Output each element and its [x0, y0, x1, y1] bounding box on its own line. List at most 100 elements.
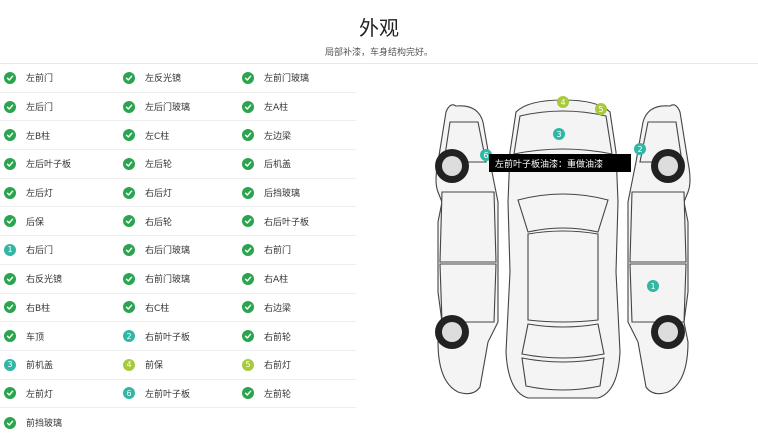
inspection-item-label: 左后门玻璃 — [145, 103, 191, 114]
check-icon — [242, 387, 254, 400]
inspection-item[interactable]: 左后叶子板 — [0, 150, 119, 179]
inspection-item[interactable]: 右后门玻璃 — [119, 236, 238, 265]
inspection-item[interactable]: 右A柱 — [238, 265, 356, 294]
check-icon — [242, 243, 254, 256]
inspection-item[interactable]: 左后门玻璃 — [119, 93, 238, 122]
inspection-item-label: 后保 — [26, 217, 45, 228]
check-icon — [242, 330, 254, 343]
inspection-item-label: 右A柱 — [264, 275, 289, 286]
check-icon — [242, 71, 254, 84]
inspection-item-label: 左B柱 — [26, 131, 51, 142]
inspection-item[interactable]: 4 前保 — [119, 351, 238, 380]
check-icon — [4, 272, 16, 285]
check-icon — [123, 157, 135, 170]
check-icon — [4, 186, 16, 199]
inspection-item[interactable]: 前挡玻璃 — [0, 408, 119, 437]
inspection-item[interactable]: 右反光镜 — [0, 265, 119, 294]
damage-number-badge: 3 — [4, 358, 16, 371]
inspection-item-label: 前保 — [145, 361, 164, 372]
inspection-item-label: 左前门玻璃 — [264, 74, 310, 85]
check-icon — [4, 416, 16, 429]
inspection-item[interactable]: 后挡玻璃 — [238, 179, 356, 208]
inspection-item[interactable]: 左C柱 — [119, 121, 238, 151]
inspection-item[interactable]: 右后叶子板 — [238, 207, 356, 237]
inspection-item[interactable]: 右后灯 — [119, 179, 238, 208]
inspection-item[interactable]: 后保 — [0, 207, 119, 237]
damage-badge-3[interactable]: 3 — [553, 128, 565, 140]
inspection-item[interactable]: 右C柱 — [119, 294, 238, 323]
inspection-item[interactable]: 左前门玻璃 — [238, 64, 356, 93]
check-icon — [242, 100, 254, 113]
check-icon — [123, 186, 135, 199]
inspection-item[interactable]: 左后轮 — [119, 150, 238, 179]
inspection-item[interactable]: 左后灯 — [0, 179, 119, 208]
inspection-item[interactable]: 左前灯 — [0, 380, 119, 409]
check-icon — [123, 71, 135, 84]
car-outline-svg — [435, 99, 691, 399]
inspection-item[interactable]: 车顶 — [0, 322, 119, 351]
inspection-item-label: 左前轮 — [264, 389, 292, 400]
inspection-item-label: 左A柱 — [264, 103, 289, 114]
inspection-item[interactable]: 左边梁 — [238, 121, 356, 151]
check-icon — [123, 100, 135, 113]
inspection-item[interactable]: 左前轮 — [238, 380, 356, 409]
inspection-item[interactable]: 右后轮 — [119, 207, 238, 237]
check-icon — [123, 272, 135, 285]
check-icon — [4, 157, 16, 170]
damage-number-badge: 6 — [123, 387, 135, 400]
roof — [527, 230, 599, 323]
damage-badge-5[interactable]: 5 — [595, 103, 607, 115]
check-icon — [4, 387, 16, 400]
check-icon — [4, 301, 16, 314]
damage-badge-1[interactable]: 1 — [647, 280, 659, 292]
damage-number-badge: 1 — [4, 243, 16, 256]
inspection-item-label: 后挡玻璃 — [264, 189, 301, 200]
rear-glass — [521, 323, 605, 359]
check-icon — [4, 100, 16, 113]
check-icon — [123, 243, 135, 256]
check-icon — [242, 215, 254, 228]
inspection-item-label: 车顶 — [26, 332, 45, 343]
inspection-item[interactable]: 右B柱 — [0, 294, 119, 323]
inspection-item[interactable]: 左A柱 — [238, 93, 356, 122]
inspection-item-label: 左后叶子板 — [26, 160, 72, 171]
inspection-item[interactable]: 右前门玻璃 — [119, 265, 238, 294]
inspection-item-label: 左后灯 — [26, 189, 54, 200]
inspection-item[interactable]: 后机盖 — [238, 150, 356, 179]
inspection-item-label: 右前门 — [264, 246, 292, 257]
check-icon — [123, 129, 135, 142]
inspection-item-label: 后机盖 — [264, 160, 292, 171]
inspection-item-label: 右前门玻璃 — [145, 275, 191, 286]
inspection-item-label: 右前轮 — [264, 332, 292, 343]
damage-number-badge: 2 — [123, 330, 135, 343]
inspection-item[interactable]: 左反光镜 — [119, 64, 238, 93]
inspection-item-label: 左前灯 — [26, 389, 54, 400]
inspection-item[interactable]: 左后门 — [0, 93, 119, 122]
inspection-item-label: 右前叶子板 — [145, 332, 191, 343]
check-icon — [123, 301, 135, 314]
damage-badge-2[interactable]: 2 — [634, 143, 646, 155]
inspection-item[interactable]: 2 右前叶子板 — [119, 322, 238, 351]
inspection-item[interactable]: 右前轮 — [238, 322, 356, 351]
damage-number-badge: 4 — [123, 358, 135, 371]
inspection-item[interactable]: 右前门 — [238, 236, 356, 265]
trunk — [521, 357, 605, 391]
check-icon — [4, 215, 16, 228]
inspection-item-label: 右后灯 — [145, 189, 173, 200]
inspection-item-label: 左后门 — [26, 103, 54, 114]
inspection-item[interactable]: 左B柱 — [0, 121, 119, 151]
inspection-item-label: 右边梁 — [264, 303, 292, 314]
check-icon — [242, 157, 254, 170]
inspection-item-label: 右后门 — [26, 246, 54, 257]
damage-badge-4[interactable]: 4 — [557, 96, 569, 108]
check-icon — [4, 330, 16, 343]
inspection-item-label: 右后轮 — [145, 217, 173, 228]
inspection-item[interactable]: 左前门 — [0, 64, 119, 93]
inspection-item[interactable]: 1 右后门 — [0, 236, 119, 265]
inspection-item[interactable]: 右边梁 — [238, 294, 356, 323]
check-icon — [123, 215, 135, 228]
inspection-item-label: 右后门玻璃 — [145, 246, 191, 257]
